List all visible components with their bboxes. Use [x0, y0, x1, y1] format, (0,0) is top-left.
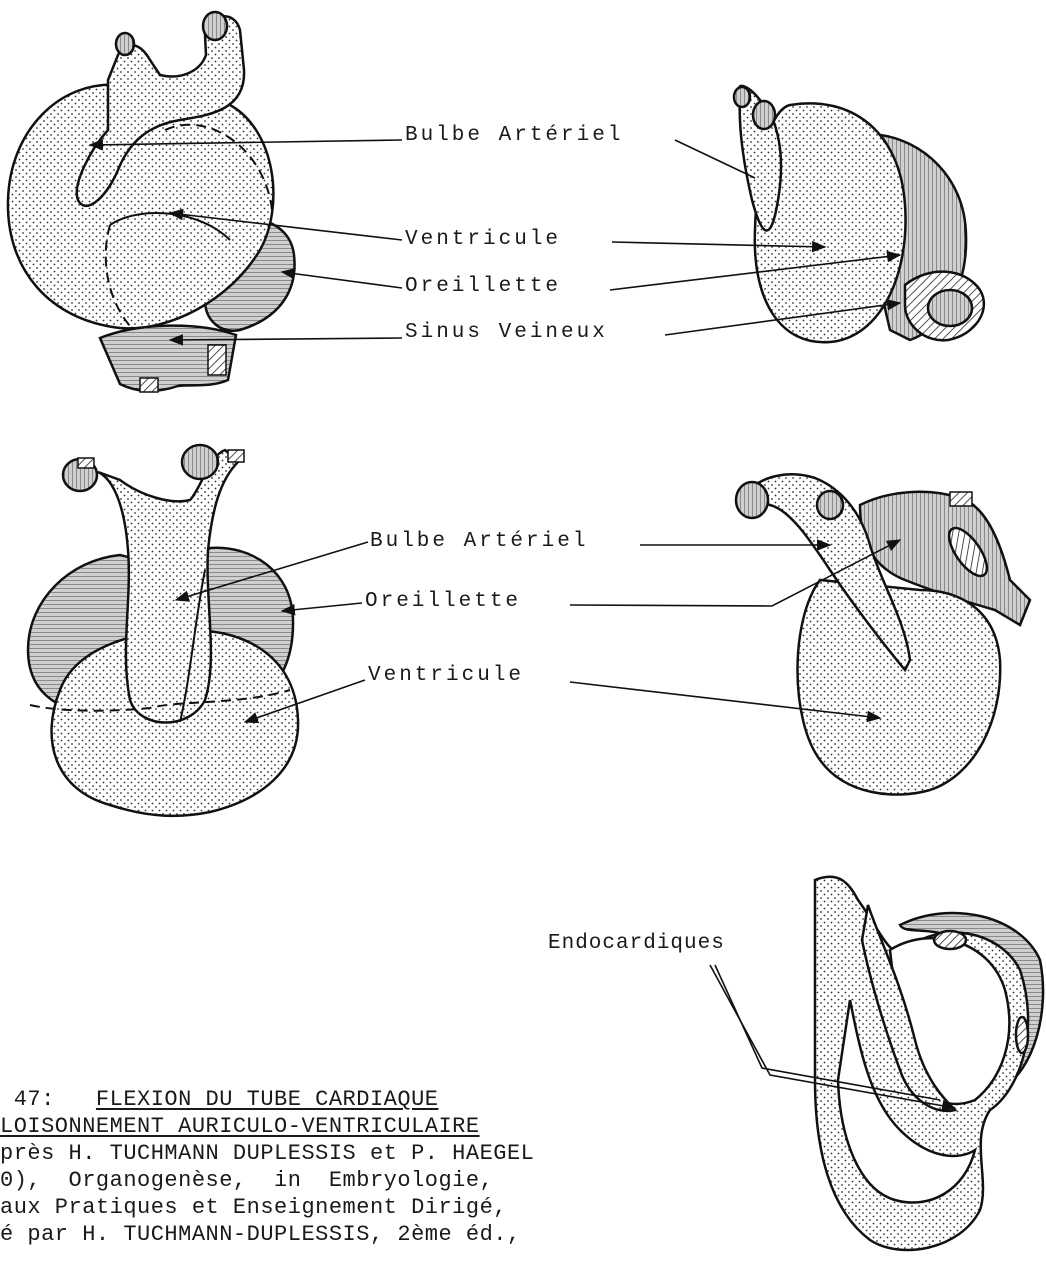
caption-line-6: é par H. TUCHMANN-DUPLESSIS, 2ème éd.,: [0, 1222, 521, 1247]
caption-line-1: 47: FLEXION DU TUBE CARDIAQUE: [0, 1087, 438, 1112]
label-ventricule-top: Ventricule: [405, 228, 561, 251]
caption-figure-number: 47:: [0, 1087, 96, 1112]
heart-bottom-right: [815, 877, 1043, 1250]
heart-middle-left: [28, 445, 298, 816]
caption-line-4: 0), Organogenèse, in Embryologie,: [0, 1168, 493, 1193]
label-ventricule-middle: Ventricule: [368, 664, 524, 687]
label-bulbe-arteriel-middle: Bulbe Artériel: [370, 530, 588, 553]
caption-line-2: LOISONNEMENT AURICULO-VENTRICULAIRE: [0, 1114, 480, 1139]
caption-line-5: aux Pratiques et Enseignement Dirigé,: [0, 1195, 507, 1220]
caption-title: FLEXION DU TUBE CARDIAQUE: [96, 1087, 439, 1112]
heart-top-right: [734, 86, 984, 342]
label-oreillette-middle: Oreillette: [365, 590, 521, 613]
label-endocardiques: Endocardiques: [548, 932, 725, 955]
label-oreillette-top: Oreillette: [405, 275, 561, 298]
caption-line-3: près H. TUCHMANN DUPLESSIS et P. HAEGEL: [0, 1141, 534, 1166]
heart-top-left: [8, 12, 295, 392]
heart-middle-right: [736, 474, 1030, 794]
label-sinus-veineux-top: Sinus Veineux: [405, 321, 608, 344]
label-bulbe-arteriel-top: Bulbe Artériel: [405, 124, 623, 147]
